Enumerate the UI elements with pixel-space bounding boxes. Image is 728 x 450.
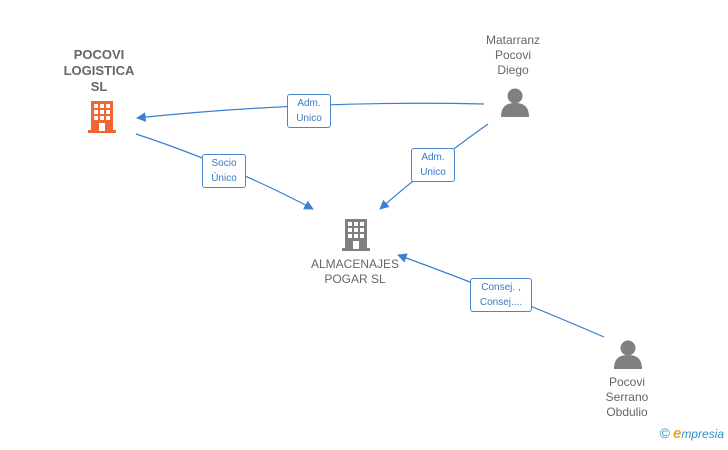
person-icon[interactable] — [614, 340, 642, 370]
edge-label-adm-unico[interactable]: Adm. Unico — [287, 94, 331, 128]
edge-label-consej[interactable]: Consej. , Consej.... — [470, 278, 532, 312]
building-icon[interactable] — [342, 219, 370, 251]
company-label-almacenajes-pogar[interactable]: ALMACENAJES POGAR SL — [310, 257, 400, 286]
company-label-pocovi-logistica[interactable]: POCOVI LOGISTICA SL — [63, 47, 135, 94]
person-icon[interactable] — [501, 88, 529, 118]
person-label-matarranz[interactable]: Matarranz Pocovi Diego — [485, 33, 541, 77]
edge-label-adm-unico[interactable]: Adm. Unico — [411, 148, 455, 182]
person-label-serrano[interactable]: Pocovi Serrano Obdulio — [605, 375, 649, 419]
edge-label-socio-unico[interactable]: Socio Único — [202, 154, 246, 188]
building-icon[interactable] — [88, 101, 116, 133]
brand-initial: e — [672, 425, 682, 442]
empresia-logo: ©empresia — [660, 425, 724, 442]
brand-name: mpresia — [681, 427, 724, 441]
copyright-icon: © — [659, 425, 670, 441]
